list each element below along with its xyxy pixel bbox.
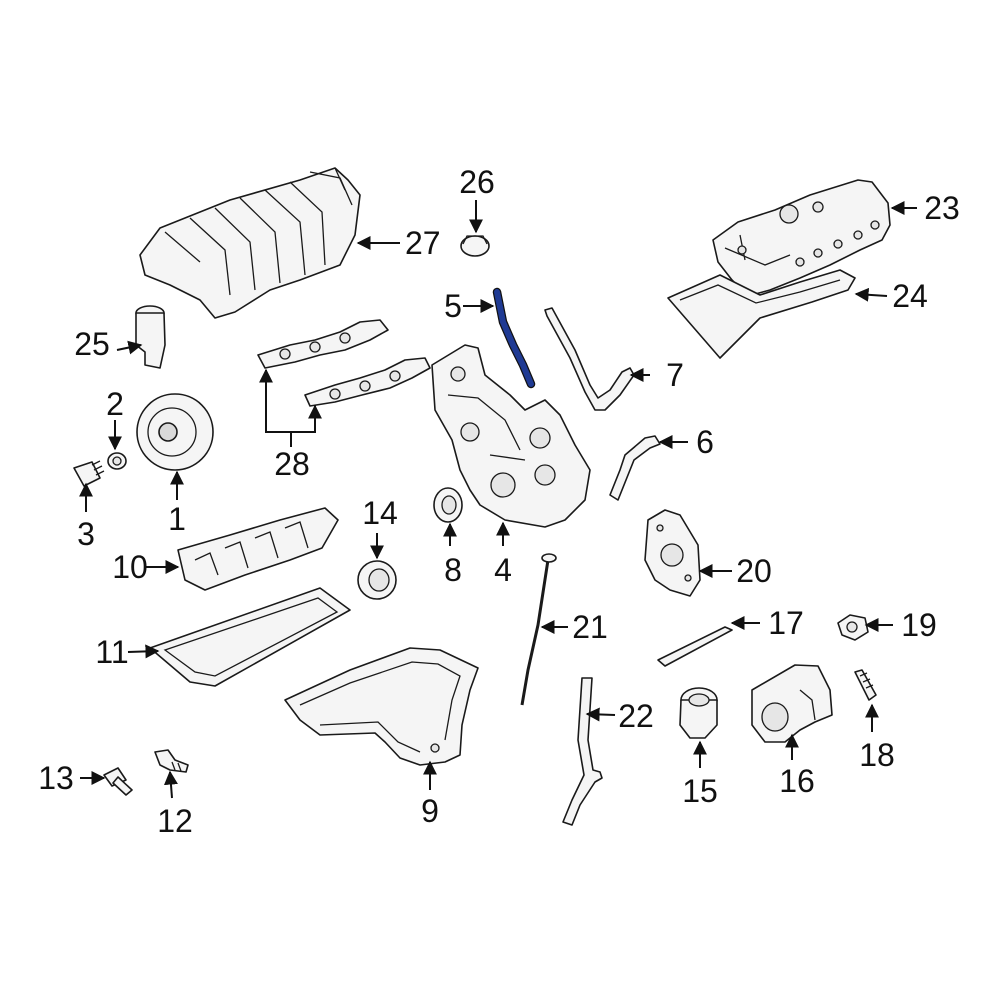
- sensor-19-part[interactable]: [837, 614, 869, 641]
- tube-6-part[interactable]: [609, 435, 661, 501]
- callout-21: 21: [572, 609, 608, 645]
- callout-19: 19: [901, 607, 937, 643]
- callout-1: 1: [168, 501, 186, 537]
- valve-cover-part[interactable]: [712, 179, 891, 297]
- sensor-25-part[interactable]: [135, 305, 166, 369]
- crankshaft-pulley-part[interactable]: [136, 393, 214, 471]
- bolt-13-part[interactable]: [103, 767, 133, 796]
- dipstick-tube-part[interactable]: [562, 677, 603, 826]
- callout-14: 14: [362, 495, 398, 531]
- cover-plate-20-part[interactable]: [644, 509, 701, 597]
- intake-manifold-part[interactable]: [139, 167, 361, 319]
- callout-22: 22: [618, 698, 654, 734]
- callout-7: 7: [666, 357, 684, 393]
- dipstick-part[interactable]: [520, 553, 557, 706]
- windage-tray-part[interactable]: [177, 507, 339, 591]
- housing-16-part[interactable]: [751, 664, 833, 743]
- callout-12: 12: [157, 803, 193, 839]
- valve-cover-gasket-part[interactable]: [667, 269, 856, 359]
- callout-28: 28: [274, 446, 310, 482]
- callout-11: 11: [95, 634, 128, 670]
- callout-13: 13: [38, 760, 74, 796]
- callout-15: 15: [682, 773, 718, 809]
- callout-6: 6: [696, 424, 714, 460]
- tube-7-part[interactable]: [544, 307, 635, 411]
- pulley-bolt-part[interactable]: [73, 460, 105, 487]
- callout-3: 3: [77, 516, 95, 552]
- timing-cover-gasket-part[interactable]: [492, 287, 536, 389]
- timing-cover-part[interactable]: [431, 344, 591, 528]
- filter-adapter-part[interactable]: [679, 687, 718, 739]
- callout-27: 27: [405, 225, 441, 261]
- stud-12-part[interactable]: [154, 749, 189, 773]
- callout-18: 18: [859, 737, 895, 773]
- callout-2: 2: [106, 386, 124, 422]
- callout-9: 9: [421, 793, 439, 829]
- callout-8: 8: [444, 552, 462, 588]
- rear-seal-part[interactable]: [357, 560, 397, 600]
- callout-17: 17: [768, 605, 804, 641]
- washer-part[interactable]: [107, 452, 127, 470]
- intake-gasket-upper-part[interactable]: [257, 319, 389, 369]
- oil-cap-part[interactable]: [460, 235, 490, 257]
- leader-lines: [79, 200, 917, 799]
- oil-pan-part[interactable]: [284, 647, 479, 766]
- callout-4: 4: [494, 552, 512, 588]
- oil-pan-gasket-part[interactable]: [149, 587, 351, 687]
- rod-17-part[interactable]: [657, 626, 733, 667]
- callout-26: 26: [459, 164, 495, 200]
- callout-24: 24: [892, 278, 928, 314]
- intake-gasket-lower-part[interactable]: [304, 357, 431, 407]
- callout-20: 20: [736, 553, 772, 589]
- callout-10: 10: [112, 549, 148, 585]
- callout-5: 5: [444, 288, 462, 324]
- callout-labels: 1 2 3 4 5 6 7 8 9 10 11 12 13 14 15 16 1…: [38, 164, 960, 839]
- bolt-18-part[interactable]: [854, 669, 877, 701]
- callout-16: 16: [779, 763, 815, 799]
- callout-25: 25: [74, 326, 110, 362]
- front-seal-part[interactable]: [433, 487, 463, 523]
- callout-23: 23: [924, 190, 960, 226]
